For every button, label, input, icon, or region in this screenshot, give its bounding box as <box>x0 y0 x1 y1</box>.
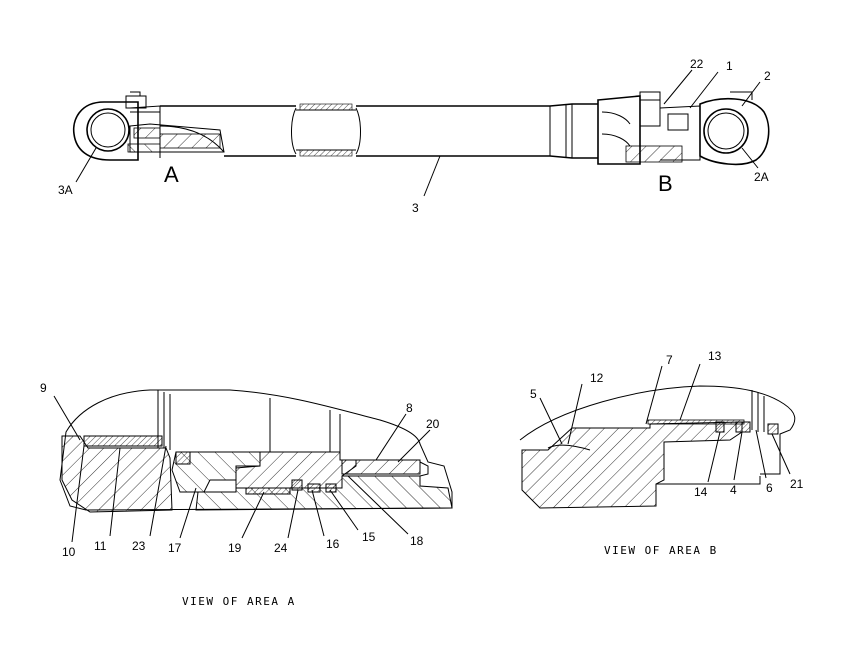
callout-24: 24 <box>274 541 288 555</box>
callout-23: 23 <box>132 539 146 553</box>
detail-view-area-a: 9 8 20 10 11 23 17 19 24 16 15 18 VIEW O… <box>40 381 453 608</box>
cylinder-barrel <box>160 103 598 159</box>
rod-head-left <box>127 105 225 158</box>
head-end-right <box>597 91 701 165</box>
callout-17: 17 <box>168 541 182 555</box>
area-b-marker: B <box>658 171 673 196</box>
caption-view-area-a: VIEW OF AREA A <box>182 595 296 608</box>
callout-19: 19 <box>228 541 242 555</box>
area-b-band-13 <box>647 419 745 425</box>
callout-21: 21 <box>790 477 804 491</box>
area-a-leaders <box>53 395 431 543</box>
caption-view-area-b: VIEW OF AREA B <box>604 544 718 557</box>
callout-16: 16 <box>326 537 340 551</box>
callout-12: 12 <box>590 371 604 385</box>
callout-3a: 3A <box>58 183 73 197</box>
callout-1: 1 <box>726 59 733 73</box>
callout-20: 20 <box>426 417 440 431</box>
area-a-wear-band-11 <box>83 435 163 447</box>
callout-10: 10 <box>62 545 76 559</box>
area-b-end-cap <box>521 421 743 509</box>
callout-15: 15 <box>362 530 376 544</box>
left-eye-assembly <box>72 91 147 161</box>
main-callout-leaders <box>75 69 761 197</box>
callout-8: 8 <box>406 401 413 415</box>
callout-13: 13 <box>708 349 722 363</box>
callout-2a: 2A <box>754 170 769 184</box>
area-a-seal-20 <box>341 459 421 475</box>
callout-9: 9 <box>40 381 47 395</box>
callout-11: 11 <box>94 539 107 553</box>
callout-6: 6 <box>766 481 773 495</box>
area-a-marker: A <box>164 162 179 187</box>
callout-3: 3 <box>412 201 419 215</box>
callout-7: 7 <box>666 353 673 367</box>
right-eye-assembly <box>699 91 770 166</box>
callout-22: 22 <box>690 57 704 71</box>
callout-5: 5 <box>530 387 537 401</box>
callout-4: 4 <box>730 483 737 497</box>
callout-18: 18 <box>410 534 424 548</box>
callout-2: 2 <box>764 69 771 83</box>
callout-14: 14 <box>694 485 708 499</box>
detail-view-area-b: 5 12 7 13 14 4 6 21 VIEW OF AREA B <box>519 349 804 557</box>
cylinder-main-view: 22 1 2 3A A 3 B 2A <box>58 57 771 215</box>
area-b-leaders <box>539 363 791 483</box>
